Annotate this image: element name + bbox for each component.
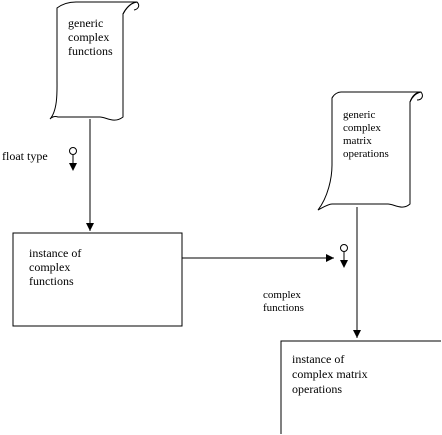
label-line: complex <box>68 30 110 44</box>
label-line: complex <box>343 122 381 134</box>
label-line: complex <box>263 289 301 301</box>
box-instance-complex-functions <box>12 232 183 327</box>
label-line: functions <box>68 44 113 58</box>
label-line: generic <box>68 16 104 30</box>
label-line: functions <box>263 302 304 314</box>
label-line: matrix <box>343 135 372 147</box>
node-label-instance-complex-matrix-operations: instance of complex matrix operations <box>292 352 368 397</box>
box-instance-complex-matrix-operations <box>280 340 441 434</box>
document-curl-generic-complex-functions <box>122 1 140 15</box>
edge-label-float-type: float type <box>2 149 48 163</box>
node-label-generic-complex-matrix-operations: generic complex matrix operations <box>343 109 389 161</box>
label-line: instance of <box>292 352 345 366</box>
label-line: complex <box>29 260 71 274</box>
data-couple-icon-complex-functions <box>340 244 348 268</box>
label-line: operations <box>343 148 389 160</box>
label-line: functions <box>29 274 74 288</box>
label-line: complex matrix <box>292 367 368 381</box>
label-line: generic <box>343 109 376 121</box>
edge-label-complex-functions: complex functions <box>263 289 304 315</box>
document-shape-generic-complex-matrix-operations <box>317 91 422 211</box>
document-curl-generic-complex-matrix-operations <box>409 91 423 103</box>
label-line: instance of <box>29 246 82 260</box>
label-line: operations <box>292 382 342 396</box>
document-shape-generic-complex-functions <box>49 1 138 121</box>
node-label-instance-complex-functions: instance of complex functions <box>29 246 81 288</box>
node-label-generic-complex-functions: generic complex functions <box>68 16 113 58</box>
data-couple-icon-float-type <box>69 147 77 171</box>
